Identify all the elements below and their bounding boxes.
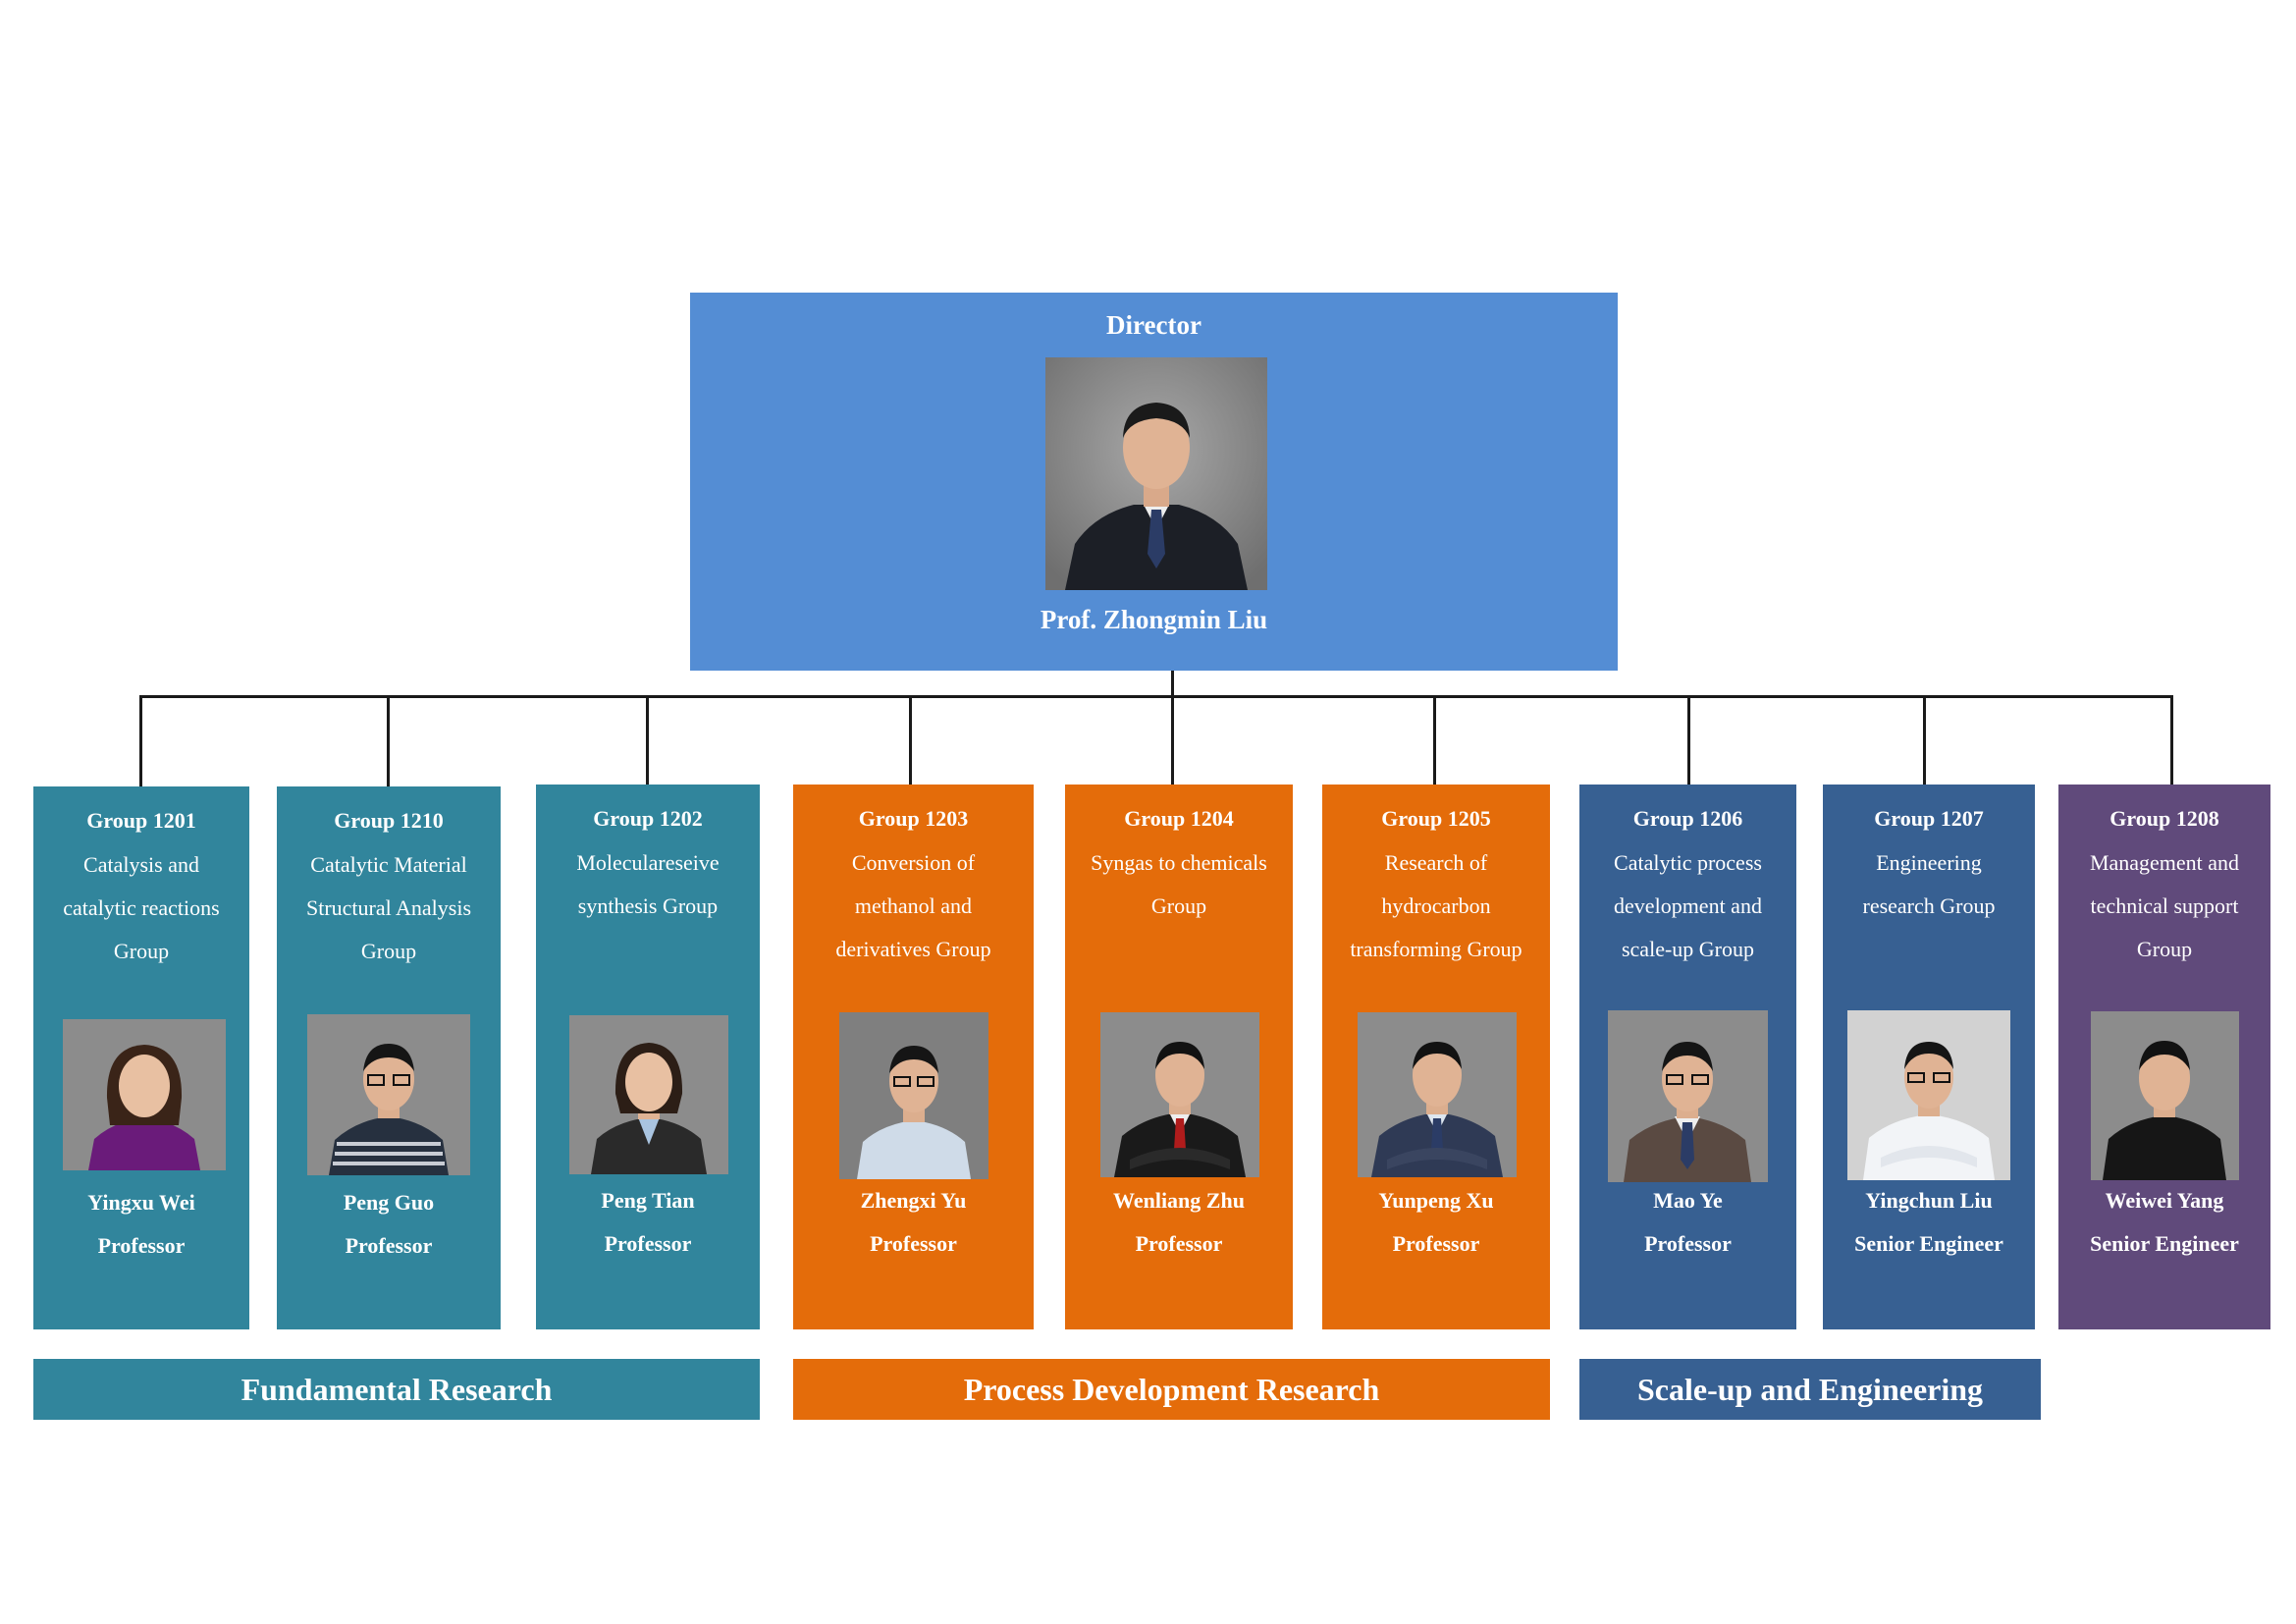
category-scale-up-and-engineering: Scale-up and Engineering <box>1579 1359 2041 1420</box>
leader-name: Yingchun Liu <box>1865 1188 1993 1213</box>
group-name: Group 1207 <box>1874 806 1984 831</box>
director-connector <box>1171 671 1174 697</box>
group-name: Group 1202 <box>593 806 703 831</box>
connector-1203 <box>909 695 912 786</box>
leader-photo <box>569 1015 728 1174</box>
group-name: Group 1208 <box>2109 806 2219 831</box>
connector-1210 <box>387 695 390 786</box>
leader-name: Zhengxi Yu <box>860 1188 967 1213</box>
connector-1207 <box>1923 695 1926 786</box>
leader-photo <box>1358 1012 1517 1177</box>
leader-title: Professor <box>1135 1231 1223 1256</box>
connector-1208 <box>2170 695 2173 786</box>
leader-title: Professor <box>604 1231 692 1256</box>
group-name: Group 1203 <box>858 806 969 831</box>
leader-photo <box>1100 1012 1259 1177</box>
connector-1204 <box>1171 695 1174 786</box>
leader-photo <box>839 1012 988 1179</box>
leader-name: Wenliang Zhu <box>1113 1188 1245 1213</box>
director-box: Director Prof. Zhongmin Liu <box>690 293 1618 671</box>
leader-title: Senior Engineer <box>1854 1231 2003 1256</box>
leader-photo <box>63 1019 226 1170</box>
group-name: Group 1206 <box>1632 806 1743 831</box>
leader-photo <box>307 1014 470 1175</box>
connector-1205 <box>1433 695 1436 786</box>
connector-1202 <box>646 695 649 786</box>
leader-title: Professor <box>870 1231 957 1256</box>
director-photo <box>1045 357 1267 590</box>
leader-name: Peng Tian <box>601 1188 695 1213</box>
director-title: Director <box>1106 310 1201 340</box>
category-process-development-research: Process Development Research <box>793 1359 1550 1420</box>
director-name: Prof. Zhongmin Liu <box>1040 605 1268 634</box>
leader-title: Professor <box>1644 1231 1732 1256</box>
group-name: Group 1204 <box>1124 806 1234 831</box>
leader-name: Yunpeng Xu <box>1378 1188 1494 1213</box>
leader-name: Mao Ye <box>1653 1188 1723 1213</box>
leader-photo <box>1847 1010 2010 1180</box>
leader-photo <box>1608 1010 1768 1182</box>
leader-title: Professor <box>97 1233 186 1258</box>
group-name: Group 1210 <box>334 808 444 833</box>
leader-name: Yingxu Wei <box>87 1190 195 1215</box>
connector-1201 <box>139 695 142 786</box>
group-name: Group 1201 <box>86 808 196 833</box>
category-fundamental-research: Fundamental Research <box>33 1359 760 1420</box>
leader-title: Professor <box>1392 1231 1480 1256</box>
branch-line <box>139 695 2173 698</box>
group-name: Group 1205 <box>1381 806 1491 831</box>
leader-photo <box>2091 1011 2239 1180</box>
leader-title: Senior Engineer <box>2090 1231 2239 1256</box>
leader-name: Peng Guo <box>343 1190 435 1215</box>
leader-title: Professor <box>345 1233 433 1258</box>
connector-1206 <box>1687 695 1690 786</box>
leader-name: Weiwei Yang <box>2105 1188 2224 1213</box>
